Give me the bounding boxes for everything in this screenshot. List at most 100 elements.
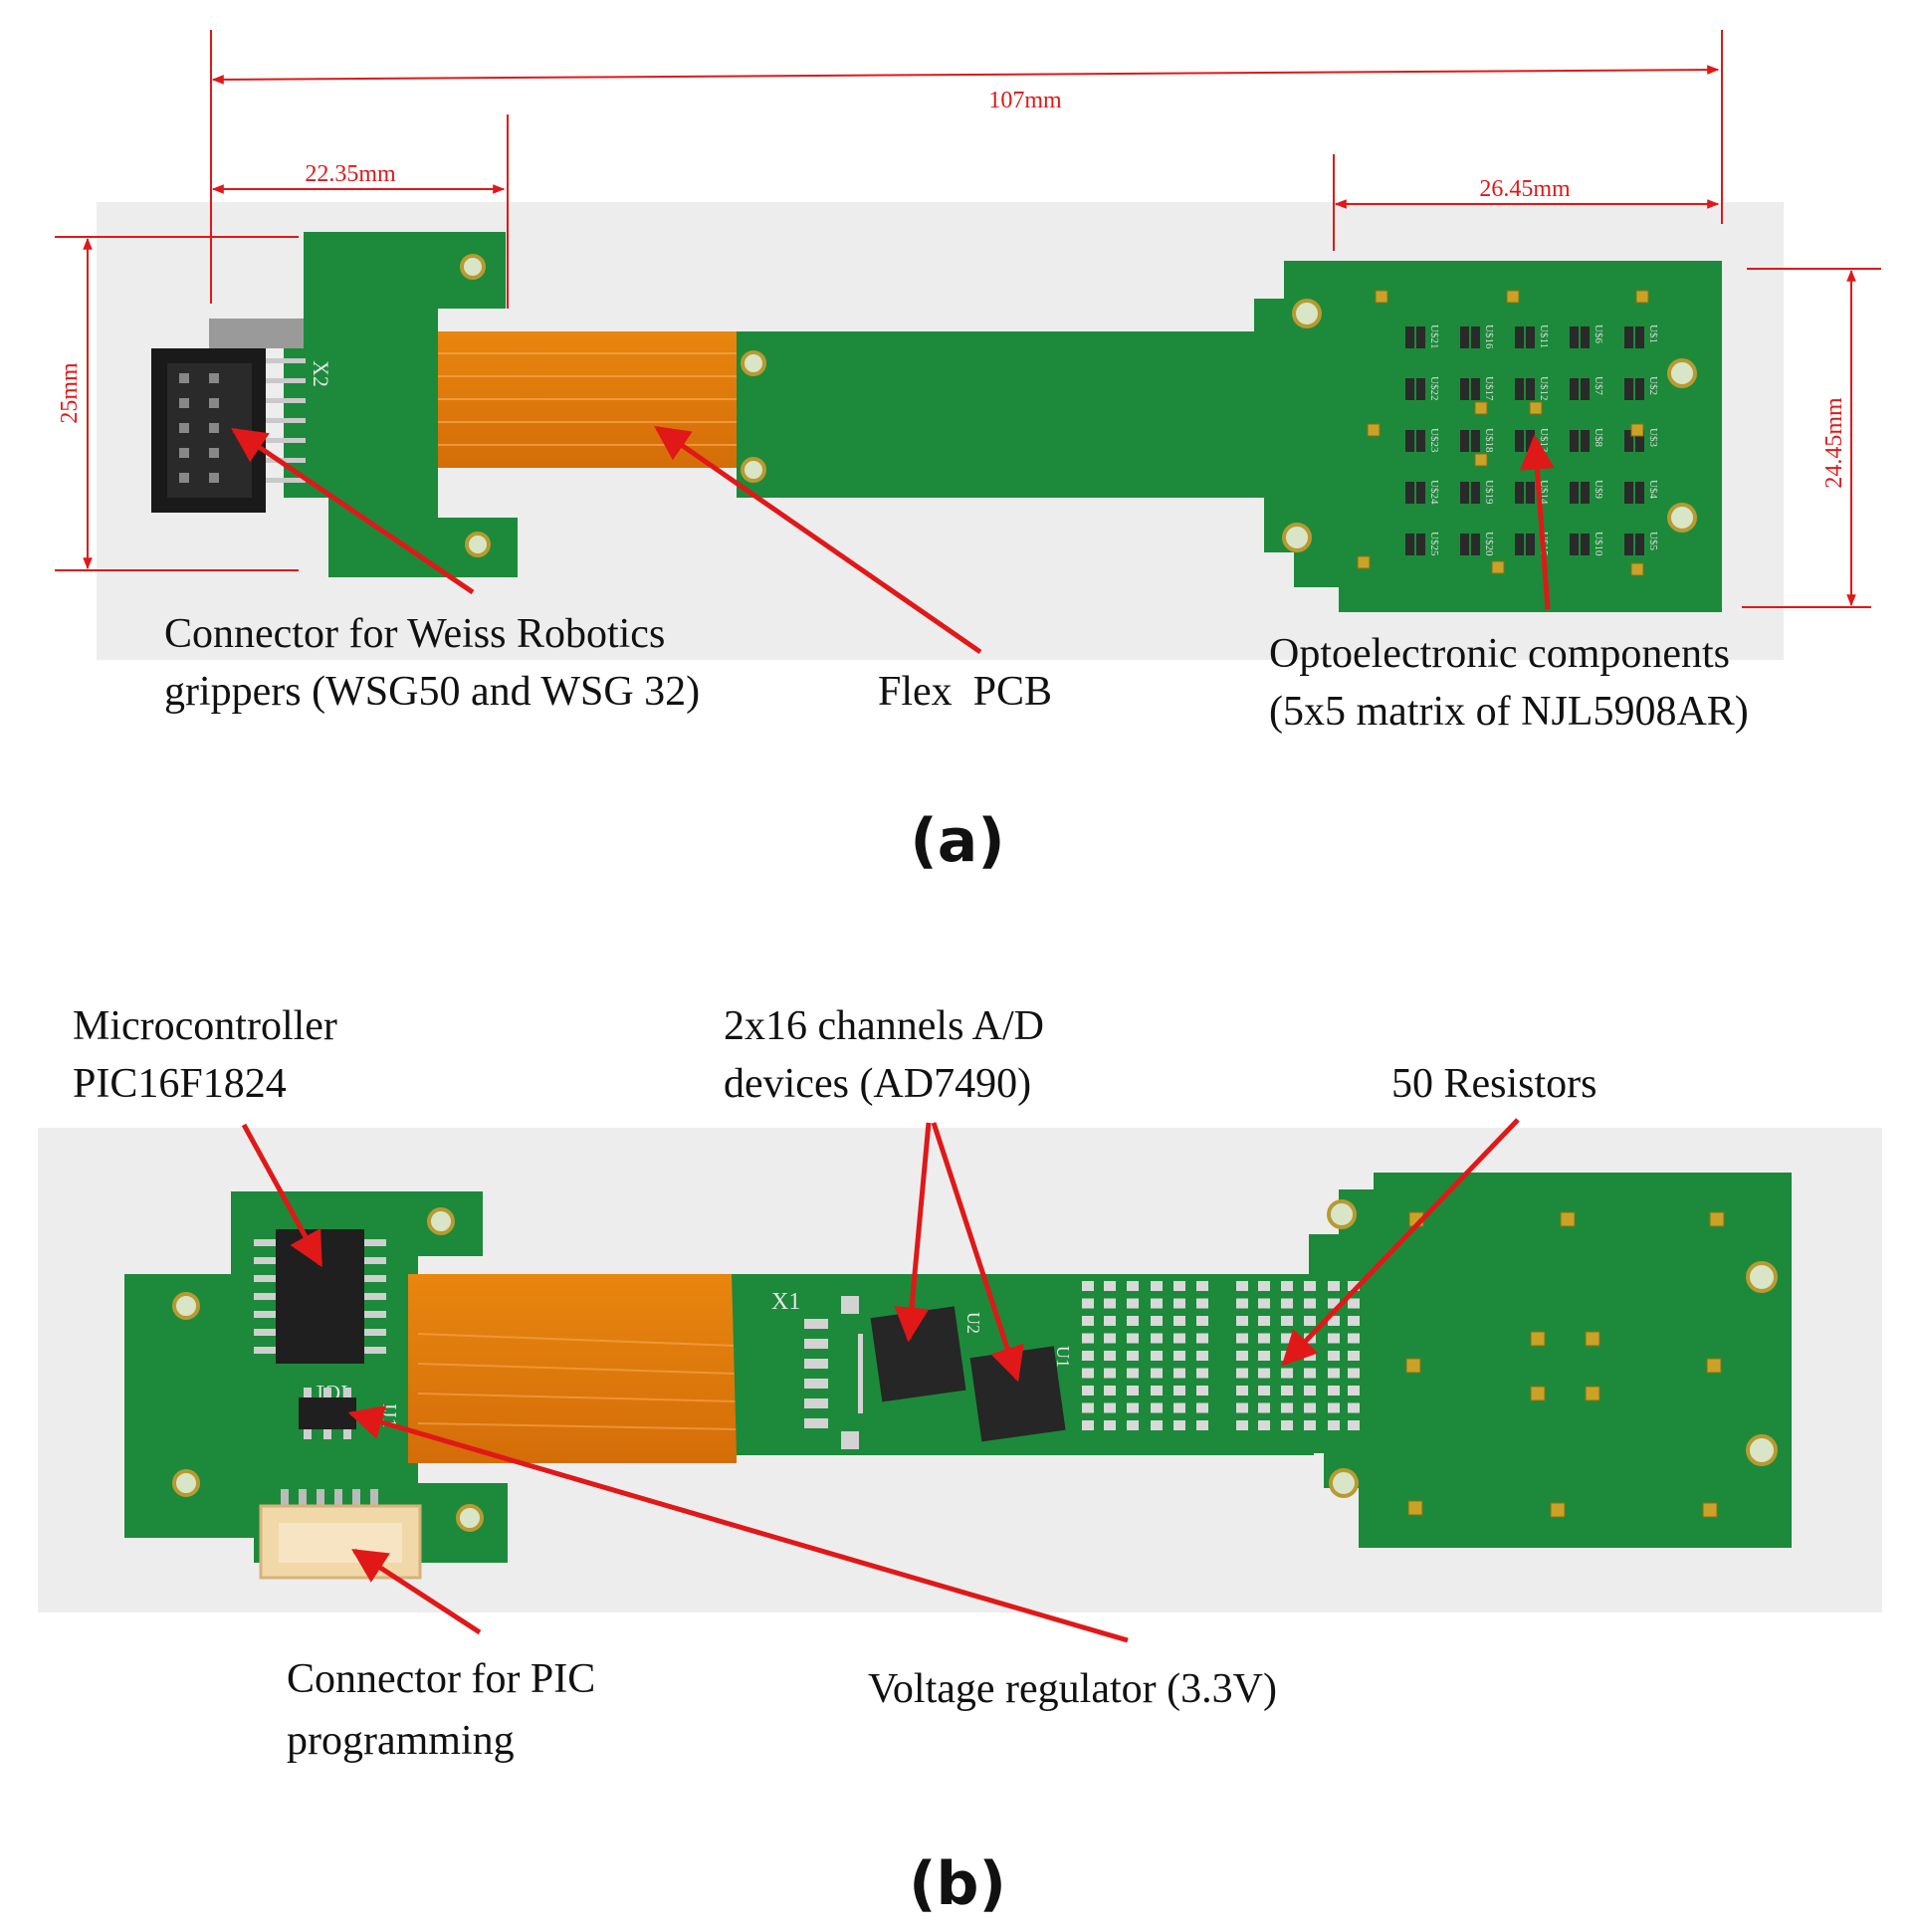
resistor-pad [1258, 1281, 1270, 1291]
opto-sensor-ref: U$8 [1593, 428, 1604, 447]
resistor-pad [1328, 1316, 1340, 1326]
resistor-pad [1104, 1420, 1116, 1430]
resistor-pad [1082, 1281, 1094, 1291]
gold-pad [1506, 290, 1520, 304]
gold-pad [1630, 423, 1644, 437]
resistor-pad [1196, 1420, 1208, 1430]
label-mcu-line2: PIC16F1824 [73, 1061, 287, 1107]
dim-sensor-width: 26.45mm [1479, 176, 1571, 202]
resistor-pad [1258, 1316, 1270, 1326]
gold-pad [1530, 1331, 1546, 1347]
resistor-pad [1127, 1420, 1139, 1430]
resistor-pad [1258, 1333, 1270, 1344]
resistor-pad [1173, 1368, 1185, 1379]
resistor-pad [1104, 1316, 1116, 1326]
resistor-pad [1348, 1333, 1360, 1344]
resistor-pad [1104, 1368, 1116, 1379]
resistor-pad [1281, 1420, 1293, 1430]
opto-sensor: U$5 [1624, 532, 1659, 555]
resistor-pad [1173, 1351, 1185, 1361]
resistor-pad [1348, 1281, 1360, 1291]
resistor-pad [1082, 1402, 1094, 1413]
resistor-pad [1104, 1402, 1116, 1413]
opto-sensor: U$1 [1624, 324, 1659, 348]
gold-pad [1474, 401, 1488, 415]
label-connector-line1: Connector for Weiss Robotics [164, 611, 665, 657]
annotation-arrows-a [231, 425, 1555, 655]
resistor-pad [1127, 1386, 1139, 1395]
resistor-pad [1173, 1316, 1185, 1326]
resistor-pad [1082, 1386, 1094, 1395]
mounting-holes-b [172, 1199, 1778, 1532]
resistor-pad [1173, 1386, 1185, 1395]
opto-sensor: U$7 [1570, 376, 1604, 400]
opto-sensor: U$22 [1405, 376, 1440, 400]
x1-header-pads [804, 1296, 863, 1449]
resistor-pad [1328, 1368, 1340, 1379]
resistor-pad [1258, 1298, 1270, 1309]
silkscreen-x2: X2 [309, 360, 333, 387]
resistor-pad [1281, 1281, 1293, 1291]
opto-sensor-ref: U$7 [1593, 376, 1604, 395]
resistor-pad [1281, 1386, 1293, 1395]
dim-left-height: 25mm [57, 362, 83, 424]
resistor-pad [1281, 1402, 1293, 1413]
label-prog-line2: programming [287, 1718, 515, 1764]
gold-pad [1529, 401, 1543, 415]
gold-pad [1560, 1211, 1576, 1227]
resistor-pad [1304, 1298, 1316, 1309]
silkscreen-u1: U1 [1053, 1346, 1073, 1368]
resistor-pad [1328, 1351, 1340, 1361]
resistor-pad [1236, 1298, 1248, 1309]
resistor-pad [1348, 1298, 1360, 1309]
resistor-pad [1258, 1386, 1270, 1395]
opto-sensor-ref: U$23 [1428, 428, 1440, 453]
resistor-pad [1151, 1368, 1163, 1379]
silkscreen-x1: X1 [771, 1289, 800, 1315]
opto-sensor: U$24 [1405, 480, 1440, 505]
resistor-pad [1236, 1386, 1248, 1395]
pcb-a-connector-board [284, 232, 518, 577]
resistor-pad [1236, 1316, 1248, 1326]
opto-sensor: U$14 [1515, 480, 1550, 505]
gold-pad [1635, 290, 1649, 304]
resistor-pad [1104, 1351, 1116, 1361]
resistor-pad [1082, 1351, 1094, 1361]
resistor-pad [1082, 1333, 1094, 1344]
opto-sensor: U$20 [1460, 532, 1495, 556]
resistor-pad [1082, 1298, 1094, 1309]
opto-sensor-ref: U$18 [1483, 428, 1495, 453]
opto-sensor-ref: U$20 [1483, 532, 1495, 556]
resistor-pad [1196, 1402, 1208, 1413]
opto-sensor: U$25 [1405, 532, 1440, 556]
resistor-pad [1127, 1316, 1139, 1326]
opto-sensor: U$23 [1405, 428, 1440, 453]
resistor-pad [1151, 1402, 1163, 1413]
label-connector-line2: grippers (WSG50 and WSG 32) [164, 669, 700, 715]
opto-sensor: U$3 [1624, 428, 1659, 452]
opto-sensor: U$4 [1624, 480, 1659, 504]
resistor-pad [1258, 1368, 1270, 1379]
resistor-pad [1196, 1333, 1208, 1344]
resistor-pad [1196, 1316, 1208, 1326]
silkscreen-u2: U2 [963, 1312, 983, 1334]
gold-pad [1585, 1331, 1600, 1347]
opto-sensor-ref: U$12 [1538, 376, 1550, 400]
label-adc-line2: devices (AD7490) [724, 1061, 1031, 1107]
resistor-pad [1127, 1298, 1139, 1309]
resistor-pad [1104, 1386, 1116, 1395]
resistor-pad [1173, 1420, 1185, 1430]
opto-sensor: U$6 [1570, 324, 1604, 348]
opto-sensor-ref: U$2 [1647, 376, 1659, 395]
sensor-back-pads [1405, 1211, 1725, 1518]
opto-sensor-ref: U$5 [1647, 532, 1659, 550]
resistor-pad [1258, 1351, 1270, 1361]
label-opto-line2: (5x5 matrix of NJL5908AR) [1269, 689, 1749, 735]
opto-sensor-ref: U$22 [1428, 376, 1440, 400]
resistor-pad [1196, 1298, 1208, 1309]
resistor-pad [1281, 1316, 1293, 1326]
label-mcu-line1: Microcontroller [73, 1003, 337, 1049]
resistor-pad [1328, 1402, 1340, 1413]
opto-sensor-ref: U$16 [1483, 324, 1495, 349]
